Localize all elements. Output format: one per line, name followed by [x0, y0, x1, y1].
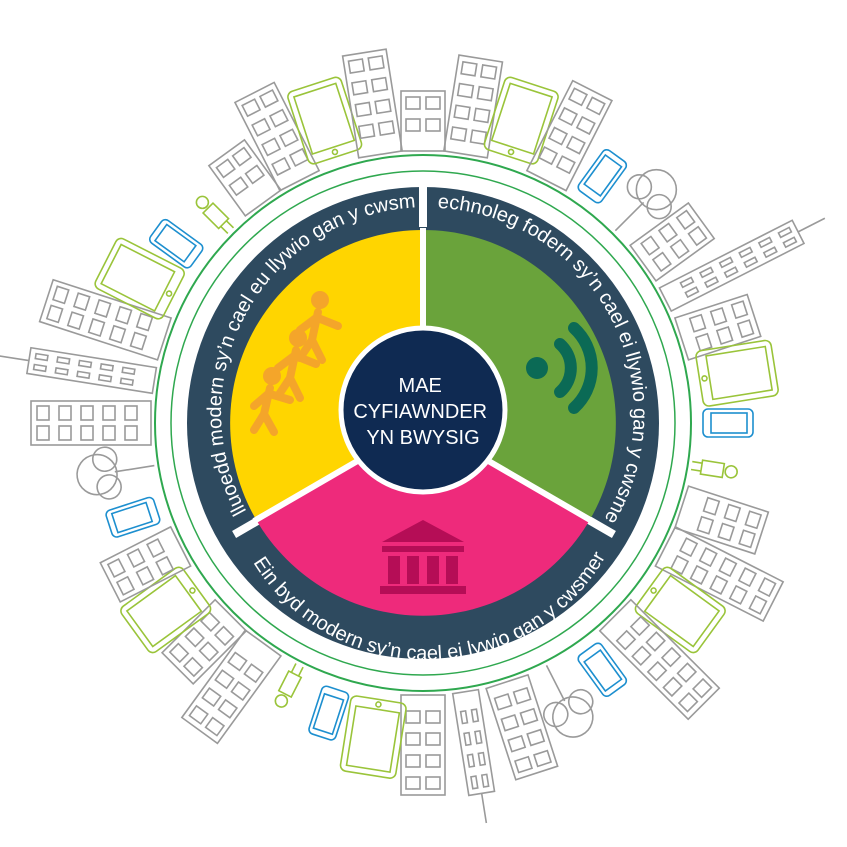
city-building-outline: [99, 525, 192, 604]
city-tree-outline: [543, 664, 594, 738]
wireless-signal-icon: [526, 322, 598, 414]
city-building-outline: [30, 400, 152, 446]
city-building-outline: [598, 598, 721, 721]
city-building-outline: [673, 485, 770, 555]
city-building-outline: [180, 629, 283, 745]
city-phone-outline: [308, 685, 350, 741]
city-phone-outline: [148, 218, 204, 269]
people-walking-icon: [250, 291, 342, 436]
city-building-outline: [38, 278, 173, 361]
center-circle: [338, 325, 508, 495]
city-building-outline: [673, 293, 762, 361]
city-tree-outline: [76, 446, 155, 500]
city-building-outline: [442, 54, 504, 159]
city-building-outline: [629, 201, 716, 283]
center-line-2: CYFIAWNDER: [353, 401, 487, 423]
city-building-outline: [207, 138, 283, 217]
center-line-3: YN BWYSIG: [366, 427, 479, 449]
courthouse-icon: [380, 520, 466, 594]
city-person-outline: [195, 195, 235, 235]
city-building-outline: [400, 90, 446, 152]
city-building-outline: [160, 598, 248, 686]
city-building-outline: [485, 673, 559, 781]
city-tall-outline: [658, 217, 826, 313]
city-phone-outline: [105, 496, 161, 538]
city-building-outline: [525, 79, 614, 192]
center-title: MAE CYFIAWNDER YN BWYSIG: [353, 375, 492, 449]
city-phone-outline: [702, 408, 754, 438]
inner-circle-line: [170, 170, 676, 676]
city-building-outline: [233, 81, 321, 192]
city-building-outline: [341, 48, 404, 159]
city-phone-outline: [577, 148, 628, 204]
city-skyline-illustration: [0, 48, 826, 824]
city-tree-outline: [614, 168, 678, 232]
city-person-outline: [690, 459, 738, 479]
city-building-outline: [654, 525, 785, 623]
city-tall-outline: [0, 346, 158, 395]
city-tablet-outline: [339, 695, 407, 779]
city-phone-outline: [577, 642, 628, 698]
city-tablet-outline: [483, 76, 559, 165]
center-line-1: MAE: [399, 375, 442, 397]
city-building-outline: [400, 694, 446, 796]
segment-justice: [256, 423, 590, 616]
city-tall-outline: [451, 688, 496, 824]
city-tablet-outline: [94, 237, 185, 320]
city-tablet-outline: [695, 339, 779, 407]
city-person-outline: [274, 663, 304, 708]
